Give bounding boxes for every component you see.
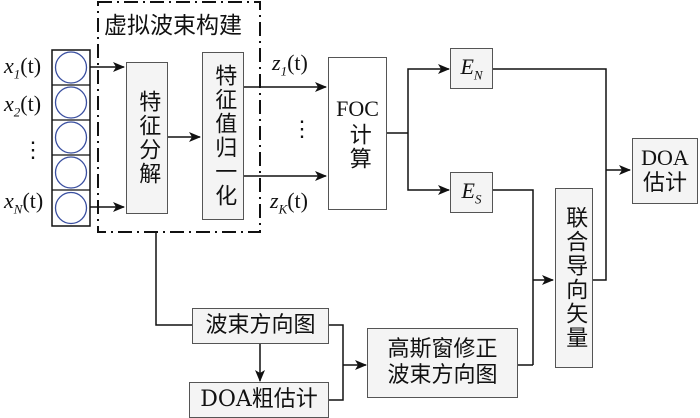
gaussian-window-label-line1: 高斯窗修正	[387, 336, 498, 362]
eigen-decomposition-block: 特征分解	[126, 62, 168, 214]
beam-pattern-block: 波束方向图	[192, 308, 329, 344]
output-ellipsis: ⋮	[291, 117, 313, 142]
doa-coarse-estimate-block: DOA粗估计	[189, 382, 329, 418]
input-label-x2: x2(t)	[4, 91, 42, 120]
connector-beam-to-gauss	[328, 324, 344, 401]
arrow-foc-to-es	[407, 133, 450, 195]
joint-steering-vector-block: 联合导向矢量	[555, 188, 593, 368]
eigenvalue-normalization-block: 特征值归一化	[202, 52, 244, 220]
virtual-beam-group-border	[97, 1, 261, 233]
foc-label: FOC	[336, 96, 379, 122]
output-label-zK: zK(t)	[270, 188, 308, 217]
calc-label: 计算	[345, 122, 371, 171]
output-label-z1: z1(t)	[272, 50, 308, 79]
array-element	[54, 86, 88, 119]
input-label-xN: xN(t)	[4, 188, 44, 217]
doa-label: DOA	[641, 144, 689, 170]
estimation-label: 估计	[642, 171, 687, 196]
array-element	[54, 51, 88, 84]
doa-estimation-block: DOA 估计	[632, 138, 698, 204]
array-element	[54, 121, 88, 154]
es-label: ES	[461, 178, 482, 207]
foc-calc-block: FOC 计算	[328, 57, 387, 210]
input-ellipsis: ⋮	[22, 138, 44, 163]
input-label-x1: x1(t)	[4, 53, 42, 82]
gaussian-window-beam-pattern-block: 高斯窗修正 波束方向图	[367, 328, 518, 398]
eigenvalue-normalization-label: 特征值归一化	[211, 64, 237, 208]
en-label: EN	[460, 54, 483, 83]
group-title: 虚拟波束构建	[104, 13, 242, 39]
connector-joint-to-doa	[592, 170, 607, 281]
eigen-decomposition-label: 特征分解	[135, 90, 161, 186]
connector-es-to-joint	[492, 189, 534, 365]
array-element	[54, 191, 88, 225]
joint-steering-vector-label: 联合导向矢量	[562, 206, 588, 350]
arrow-foc-to-en	[407, 64, 450, 133]
signal-subspace-block: ES	[450, 172, 493, 213]
noise-subspace-block: EN	[450, 48, 493, 89]
beam-pattern-label: 波束方向图	[205, 312, 316, 338]
array-element	[54, 156, 88, 189]
sensor-array	[51, 49, 91, 227]
connector-en-to-doa	[492, 68, 607, 170]
doa-coarse-estimate-label: DOA粗估计	[200, 386, 318, 412]
connector-group-to-beam	[155, 232, 192, 326]
gaussian-window-label-line2: 波束方向图	[387, 363, 498, 388]
